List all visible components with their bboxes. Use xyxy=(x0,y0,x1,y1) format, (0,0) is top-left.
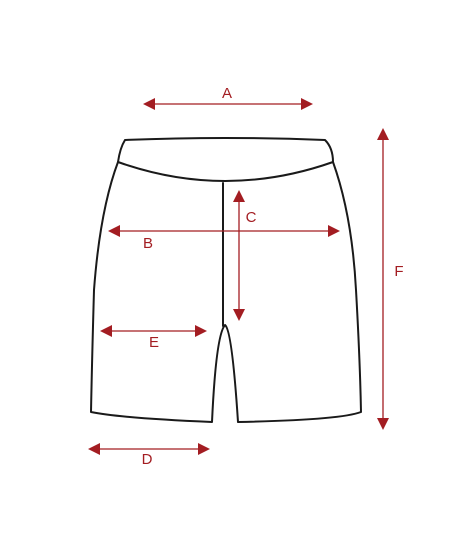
arrow-right-icon xyxy=(195,325,207,337)
dimension-e: E xyxy=(100,325,207,351)
dimension-b: B xyxy=(108,225,340,252)
arrow-left-icon xyxy=(100,325,112,337)
dimension-a-label: A xyxy=(222,85,232,102)
dimension-f-label: F xyxy=(394,263,403,280)
dimension-d-label: D xyxy=(142,451,153,468)
dimension-b-label: B xyxy=(143,235,153,252)
arrow-left-icon xyxy=(108,225,120,237)
dimension-f: F xyxy=(377,128,404,430)
dimension-d: D xyxy=(88,443,210,468)
shorts-body-outline xyxy=(90,137,362,423)
waistband-lower-edge xyxy=(117,161,334,182)
arrow-down-icon xyxy=(233,309,245,321)
dimension-a: A xyxy=(143,85,313,110)
arrow-right-icon xyxy=(301,98,313,110)
dimension-c-label: C xyxy=(246,209,257,226)
dimension-e-label: E xyxy=(149,334,159,351)
shorts-outline xyxy=(90,137,362,423)
arrow-up-icon xyxy=(377,128,389,140)
arrow-left-icon xyxy=(88,443,100,455)
arrow-right-icon xyxy=(328,225,340,237)
arrow-down-icon xyxy=(377,418,389,430)
arrow-left-icon xyxy=(143,98,155,110)
arrow-up-icon xyxy=(233,190,245,202)
dimension-c: C xyxy=(233,190,257,321)
arrow-right-icon xyxy=(198,443,210,455)
